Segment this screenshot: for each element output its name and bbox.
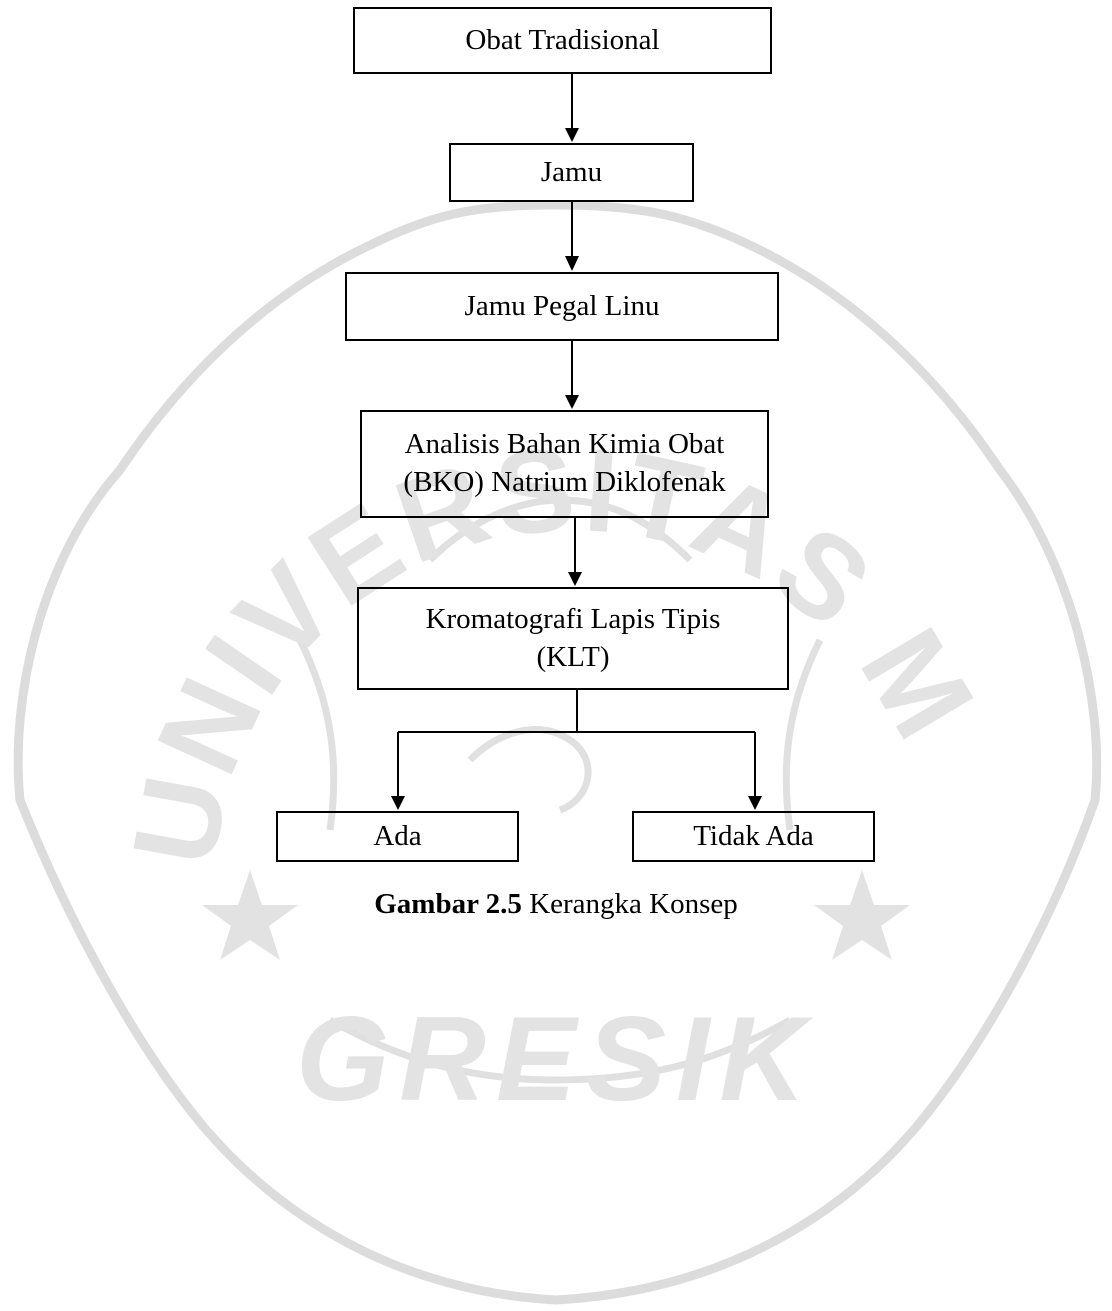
node-ada-label: Ada	[373, 819, 422, 852]
node-klt-line1: Kromatografi Lapis Tipis	[425, 602, 721, 635]
watermark-bottom-text: GRESIK	[296, 992, 816, 1126]
arrowhead-ada	[391, 796, 405, 810]
node-obat-tradisional-label: Obat Tradisional	[465, 23, 660, 56]
node-tidak-ada: Tidak Ada	[632, 811, 875, 862]
arrowhead-jamu	[565, 128, 579, 142]
branch-klt-to-results	[397, 690, 756, 796]
node-klt: Kromatografi Lapis Tipis (KLT)	[357, 587, 789, 690]
node-klt-line2: (KLT)	[536, 640, 610, 673]
arrowhead-analisis	[565, 395, 579, 409]
node-jamu: Jamu	[449, 143, 694, 202]
figure-caption-text: Kerangka Konsep	[521, 888, 738, 920]
node-jamu-pegal-linu-label: Jamu Pegal Linu	[464, 289, 660, 322]
figure-caption: Gambar 2.5 Kerangka Konsep	[0, 888, 1112, 921]
node-jamu-pegal-linu: Jamu Pegal Linu	[345, 272, 779, 341]
node-tidak-ada-label: Tidak Ada	[693, 819, 814, 852]
arrowhead-klt	[568, 572, 582, 586]
node-analisis-line2: (BKO) Natrium Diklofenak	[403, 466, 726, 498]
node-obat-tradisional: Obat Tradisional	[353, 7, 772, 74]
figure-caption-label: Gambar 2.5	[374, 888, 522, 920]
node-ada: Ada	[276, 811, 519, 862]
arrowhead-pegal-linu	[565, 256, 579, 271]
node-analisis-line1: Analisis Bahan Kimia Obat	[404, 428, 725, 461]
node-jamu-label: Jamu	[540, 155, 603, 188]
node-analisis-bko: Analisis Bahan Kimia Obat (BKO) Natrium …	[360, 410, 769, 518]
arrowhead-tidak-ada	[748, 796, 762, 810]
